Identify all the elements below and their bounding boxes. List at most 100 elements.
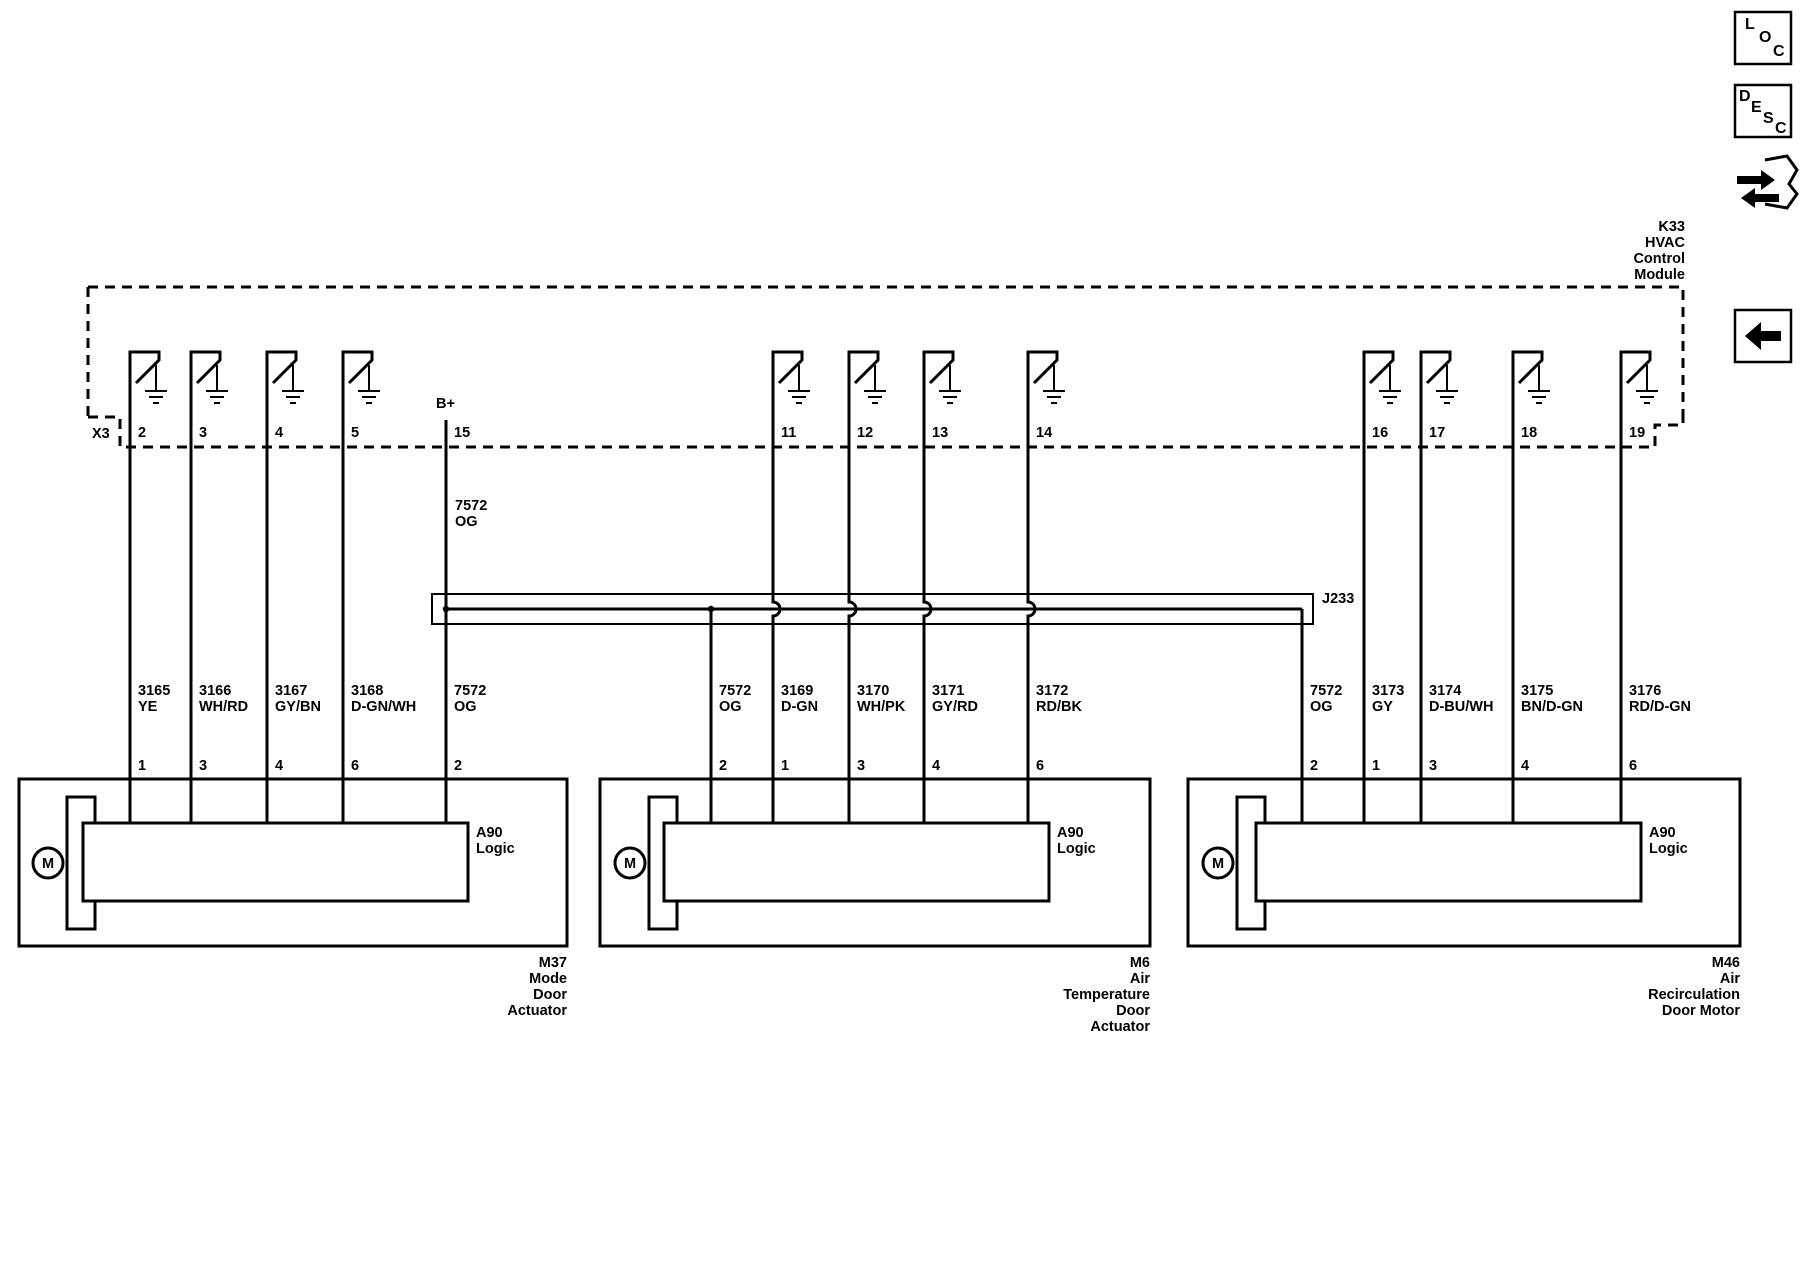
wire-with-crossover xyxy=(771,420,782,823)
wire-color-code: D-BU/WH xyxy=(1429,699,1493,715)
ground-icon xyxy=(282,365,304,404)
module-pin-5: 5 xyxy=(341,350,380,442)
device-pin-number: 1 xyxy=(138,758,146,774)
wire-color-code: WH/RD xyxy=(199,699,248,715)
loc-letter: O xyxy=(1759,29,1771,46)
module-outline-top xyxy=(88,285,1685,417)
device-pin-number: 2 xyxy=(719,758,727,774)
device-name-line: Temperature xyxy=(1063,987,1150,1003)
ground-icon xyxy=(864,365,886,404)
device-name-line: Recirculation xyxy=(1648,987,1740,1003)
low-side-switch-icon xyxy=(1511,350,1544,442)
ground-icon xyxy=(1436,365,1458,404)
logic-label: Logic xyxy=(476,841,515,857)
left-arrow-icon xyxy=(1745,322,1781,350)
loc-letter: L xyxy=(1745,16,1755,33)
wire-circuit-number: 3173 xyxy=(1372,683,1404,699)
device-pin-number: 3 xyxy=(199,758,207,774)
wire-circuit-number: 3169 xyxy=(781,683,813,699)
device-pin-number: 6 xyxy=(351,758,359,774)
wire-color-code: D-GN/WH xyxy=(351,699,416,715)
module-pin-number: 5 xyxy=(351,425,359,441)
wire-circuit-number: 3170 xyxy=(857,683,889,699)
back-button[interactable] xyxy=(1733,308,1793,364)
ground-icon xyxy=(1636,365,1658,404)
logic-block xyxy=(1254,821,1643,903)
wire-color-code: RD/D-GN xyxy=(1629,699,1691,715)
device-name-line: Door xyxy=(1116,1003,1150,1019)
device-pin-number: 4 xyxy=(275,758,283,774)
supply-label: B+ xyxy=(436,396,455,412)
module-name-line: Control xyxy=(1633,251,1685,267)
wire-with-crossover xyxy=(847,420,858,823)
device-outline xyxy=(1186,777,1742,948)
motor-bracket xyxy=(65,795,97,931)
device-name-line: Door xyxy=(533,987,567,1003)
wire-circuit-number: 3171 xyxy=(932,683,964,699)
motor-icon xyxy=(613,846,647,880)
desc-letter: S xyxy=(1763,110,1774,127)
low-side-switch-icon xyxy=(341,350,374,442)
ground-icon xyxy=(1528,365,1550,404)
module-pin-14: 14 xyxy=(1026,350,1065,442)
device-pin-number: 4 xyxy=(1521,758,1529,774)
device-pin-number: 1 xyxy=(781,758,789,774)
device-name-line: Door Motor xyxy=(1662,1003,1740,1019)
wire-circuit-number: 3167 xyxy=(275,683,307,699)
ground-icon xyxy=(1379,365,1401,404)
device-pin-number: 3 xyxy=(857,758,865,774)
connector-end-view-icon[interactable] xyxy=(1737,154,1799,210)
module-pin-number: 13 xyxy=(932,425,948,441)
wire-circuit-number: 7572 xyxy=(719,683,751,699)
wire-circuit-number: 7572 xyxy=(454,683,486,699)
loc-button[interactable]: LOC xyxy=(1733,10,1793,66)
motor-label: M xyxy=(624,856,636,872)
device-pin-number: 2 xyxy=(1310,758,1318,774)
wire-circuit-number: 7572 xyxy=(1310,683,1342,699)
module-pin-number: 12 xyxy=(857,425,873,441)
low-side-switch-icon xyxy=(1362,350,1395,442)
motor-icon xyxy=(1201,846,1235,880)
module-pin-4: 4 xyxy=(265,350,304,442)
module-pin-number: 14 xyxy=(1036,425,1052,441)
supply-wire-color: OG xyxy=(455,514,478,530)
desc-letter: E xyxy=(1751,99,1762,116)
module-pin-3: 3 xyxy=(189,350,228,442)
devices-layer: MA90LogicM37ModeDoorActuatorMA90LogicM6A… xyxy=(17,777,1742,1035)
device-ref-label: M37 xyxy=(539,955,567,971)
module-pin-number: 18 xyxy=(1521,425,1537,441)
device-name-line: Actuator xyxy=(507,1003,567,1019)
ground-icon xyxy=(206,365,228,404)
connector-label: X3 xyxy=(92,426,110,442)
motor-bracket xyxy=(647,795,679,931)
wire-circuit-number: 3168 xyxy=(351,683,383,699)
module-pin-number: 4 xyxy=(275,425,283,441)
module-pin-number: 3 xyxy=(199,425,207,441)
splice-node xyxy=(707,605,715,613)
module-pin-19: 19 xyxy=(1619,350,1658,442)
wire-circuit-number: 3165 xyxy=(138,683,170,699)
motor-label: M xyxy=(1212,856,1224,872)
module-name-line: HVAC xyxy=(1645,235,1686,251)
low-side-switch-icon xyxy=(771,350,804,442)
module-pin-number: 17 xyxy=(1429,425,1445,441)
logic-label: A90 xyxy=(1057,825,1084,841)
logic-label: Logic xyxy=(1057,841,1096,857)
splice-pack: J233 xyxy=(431,591,1354,625)
plug-outline xyxy=(1764,154,1799,210)
logic-label: A90 xyxy=(1649,825,1676,841)
wire-color-code: RD/BK xyxy=(1036,699,1082,715)
low-side-switch-icon xyxy=(847,350,880,442)
